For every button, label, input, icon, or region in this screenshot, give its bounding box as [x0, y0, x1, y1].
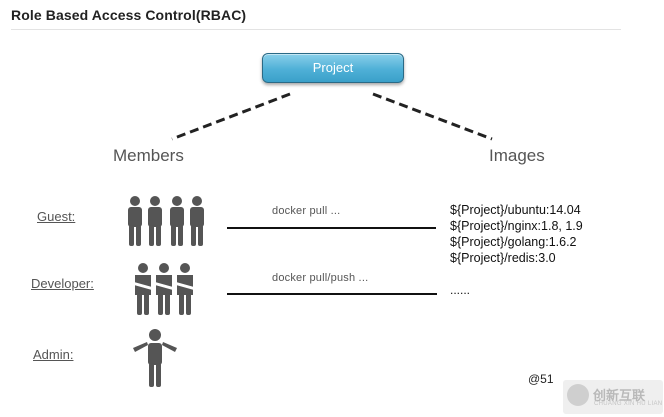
person-icon [190, 196, 204, 246]
connector-to-members [171, 92, 291, 141]
watermark-text: @51 [528, 372, 554, 386]
person-arms-crossed-icon [176, 263, 194, 315]
person-icon [170, 196, 184, 246]
images-more-ellipsis: ...... [450, 283, 471, 297]
developer-command-text: docker pull/push ... [272, 272, 369, 284]
role-guest-label: Guest: [37, 209, 76, 224]
guest-members-icons [126, 195, 208, 252]
chuangxin-logo-icon [567, 384, 589, 406]
connector-to-images [372, 92, 493, 141]
developer-to-images-line [227, 293, 437, 295]
admin-member-icon [131, 328, 181, 393]
person-arms-crossed-icon [134, 263, 152, 315]
image-entry: ${Project}/nginx:1.8, 1.9 [450, 219, 583, 233]
watermark-brand-sub: CHUANG XIN HU LIAN [594, 401, 663, 407]
watermark-logo: 创新互联 CHUANG XIN HU LIAN [563, 380, 663, 414]
person-icon [148, 196, 162, 246]
image-entry: ${Project}/redis:3.0 [450, 251, 556, 265]
person-icon [128, 196, 142, 246]
person-arms-out-icon [133, 329, 177, 387]
image-entry: ${Project}/golang:1.6.2 [450, 235, 577, 249]
page-title: Role Based Access Control(RBAC) [11, 7, 247, 23]
people-group-icon [128, 196, 204, 246]
members-heading: Members [113, 146, 184, 165]
project-node: Project [262, 53, 404, 83]
watermark-brand: 创新互联 [593, 388, 646, 403]
role-developer-label: Developer: [31, 276, 94, 291]
guest-command-text: docker pull ... [272, 205, 341, 217]
images-heading: Images [489, 146, 545, 165]
people-group-icon [134, 263, 194, 315]
title-divider [11, 29, 621, 30]
image-entry: ${Project}/ubuntu:14.04 [450, 203, 581, 217]
developer-members-icons [134, 262, 196, 321]
person-arms-crossed-icon [155, 263, 173, 315]
guest-to-images-line [227, 227, 436, 229]
role-admin-label: Admin: [33, 347, 74, 362]
